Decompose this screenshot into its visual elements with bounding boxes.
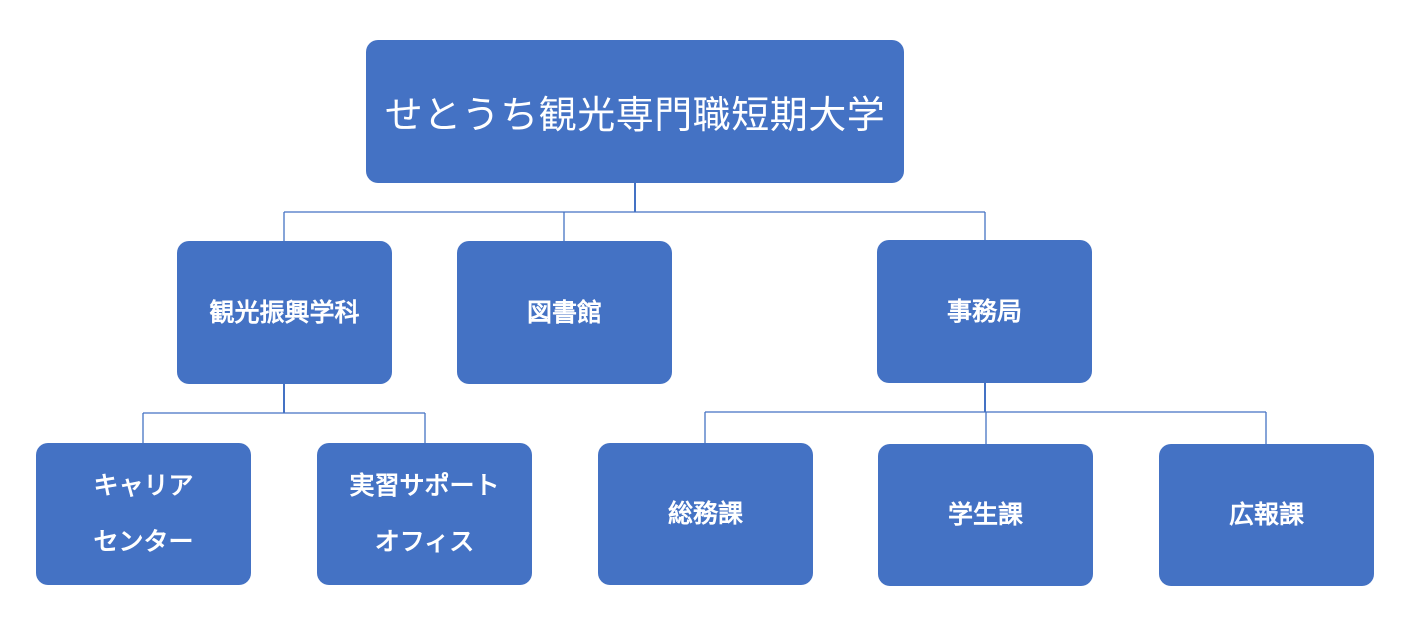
- node-label-line-2: センター: [93, 527, 194, 556]
- org-node-student-affairs: 学生課: [878, 444, 1093, 586]
- node-label: 学生課: [947, 500, 1023, 529]
- node-label: せとうち観光専門職短期大学: [384, 93, 886, 137]
- org-node-career-center: キャリア センター: [36, 443, 251, 585]
- node-label: 観光振興学科: [209, 297, 360, 327]
- node-label-line-2: オフィス: [374, 527, 475, 556]
- node-label-line-1: 実習サポート: [349, 471, 500, 500]
- org-node-tourism-department: 観光振興学科: [177, 241, 392, 384]
- org-node-administration-office: 事務局: [877, 240, 1092, 383]
- org-node-university: せとうち観光専門職短期大学: [366, 40, 904, 183]
- node-label: 総務課: [667, 499, 743, 528]
- org-node-library: 図書館: [457, 241, 672, 384]
- node-label: 図書館: [526, 297, 602, 327]
- node-label: 事務局: [946, 296, 1022, 326]
- org-node-public-relations: 広報課: [1159, 444, 1374, 586]
- org-node-general-affairs: 総務課: [598, 443, 813, 585]
- node-label-line-1: キャリア: [93, 471, 194, 500]
- node-label: 広報課: [1228, 500, 1304, 529]
- org-node-practicum-support-office: 実習サポート オフィス: [317, 443, 532, 585]
